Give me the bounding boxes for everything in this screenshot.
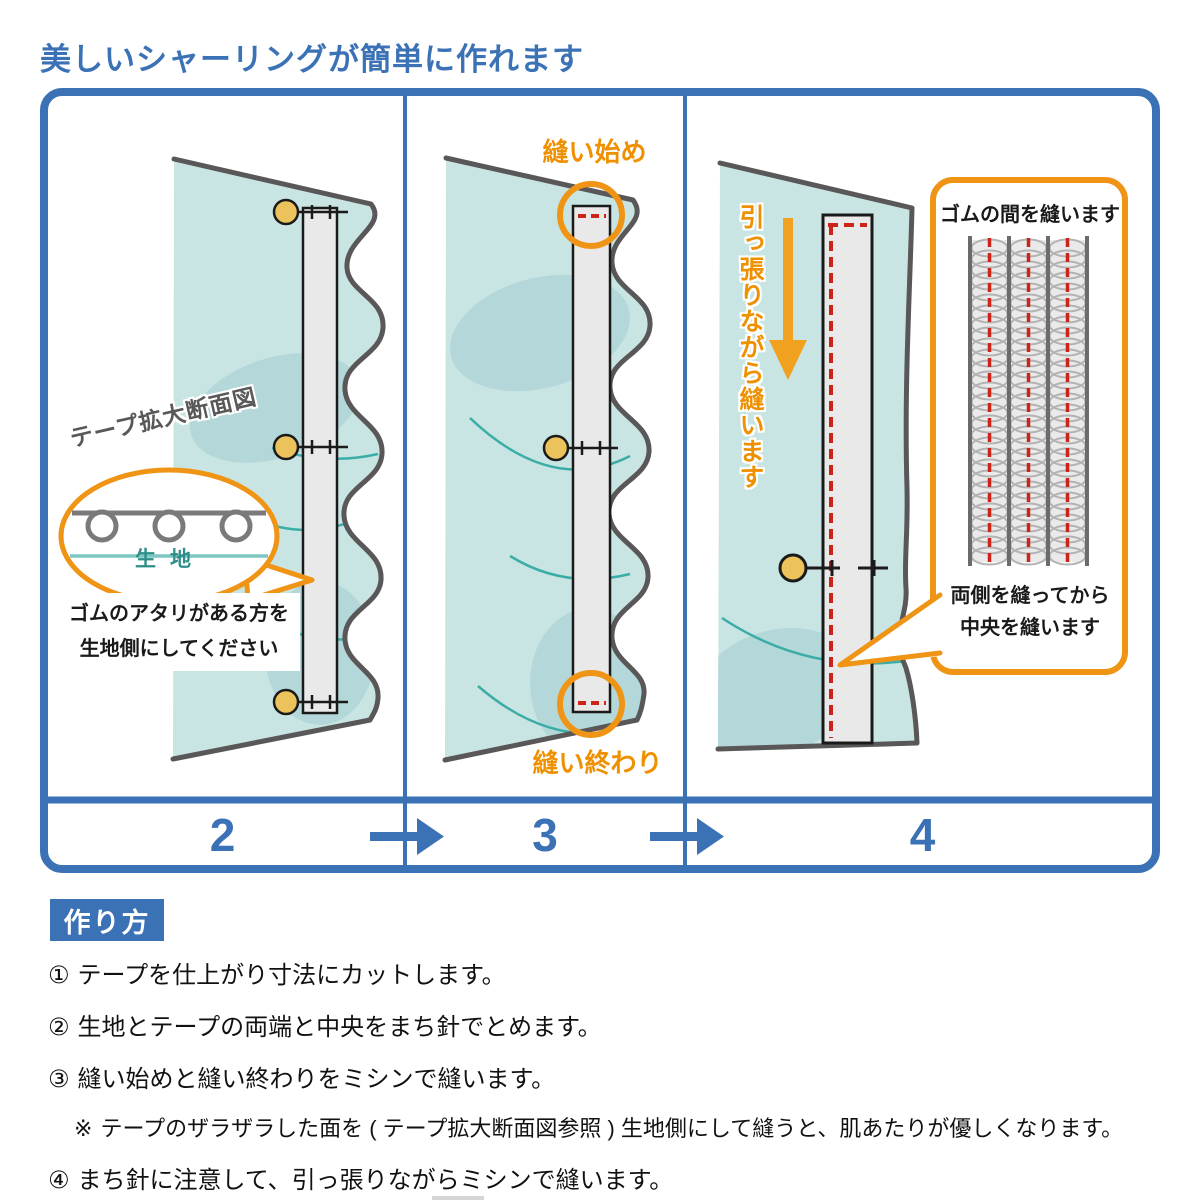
- howto-step-2: ② 生地とテープの両端と中央をまち針でとめます。: [48, 1007, 1168, 1042]
- sew-start-label: 縫い始め: [542, 137, 647, 167]
- fabric-side-note: ゴムのアタリがある方を 生地側にしてください: [58, 593, 300, 671]
- howto-note: ※ テープのザラザラした面を ( テープ拡大断面図参照 ) 生地側にして縫うと、…: [48, 1111, 1168, 1143]
- step-text: 生地とテープの両端と中央をまち針でとめます。: [77, 1014, 602, 1041]
- howto-step-1: ① テープを仕上がり寸法にカットします。: [48, 955, 1168, 990]
- panel3-tape: [571, 204, 612, 714]
- gum-diagram: [968, 236, 1089, 566]
- step-marker: ①: [48, 962, 70, 989]
- pin-icon: [272, 688, 348, 716]
- howto-step-3: ③ 縫い始めと縫い終わりをミシンで縫います。: [48, 1059, 1168, 1094]
- pull-arrow-icon: [769, 218, 807, 380]
- tape-crosssection-bubble: [58, 467, 315, 605]
- pin-icon: [778, 553, 888, 583]
- panel2-pins: [272, 198, 348, 716]
- cropped-element: [432, 1196, 484, 1200]
- figure-frame: [40, 88, 1160, 873]
- sew-end-circle: [557, 670, 625, 738]
- gum-box-caption: 両側を縫ってから 中央を縫います: [938, 580, 1122, 644]
- step-text: まち針に注意して、引っ張りながらミシンで縫います。: [77, 1167, 674, 1194]
- gum-info-box: [837, 177, 1128, 675]
- note-text: テープのザラザラした面を ( テープ拡大断面図参照 ) 生地側にして縫うと、肌あ…: [100, 1116, 1124, 1141]
- step-number-2: 2: [209, 808, 236, 861]
- step-number-4: 4: [909, 808, 936, 861]
- sew-end-label: 縫い終わり: [532, 748, 663, 778]
- arrow-icon: [370, 818, 444, 855]
- step-marker: ④: [48, 1167, 70, 1194]
- step-number-3: 3: [532, 808, 558, 861]
- panel3-fabric: [442, 155, 653, 763]
- step-marker: ②: [48, 1014, 70, 1041]
- howto-heading: 作り方: [50, 899, 164, 941]
- gum-box-title: ゴムの間を縫います: [940, 204, 1120, 226]
- panel2-tape: [301, 206, 339, 715]
- panel4-fabric: [715, 160, 920, 752]
- caption-line: 中央を縫います: [960, 617, 1100, 639]
- step-text: テープを仕上がり寸法にカットします。: [77, 962, 506, 989]
- pin-icon: [272, 198, 348, 226]
- howto-step-4: ④ まち針に注意して、引っ張りながらミシンで縫います。: [48, 1160, 1168, 1195]
- arrow-icon: [650, 818, 724, 855]
- pin-icon: [542, 434, 618, 462]
- caption-line: 両側を縫ってから: [950, 585, 1110, 607]
- note-line: 生地側にしてください: [79, 638, 279, 660]
- note-marker: ※: [74, 1116, 93, 1141]
- pull-while-sewing-label: 引っ張りながら縫います: [736, 204, 764, 490]
- pin-icon: [272, 433, 348, 461]
- figure-border: [40, 88, 1160, 873]
- step-text: 縫い始めと縫い終わりをミシンで縫います。: [77, 1066, 556, 1093]
- sew-start-circle: [557, 181, 625, 249]
- step-marker: ③: [48, 1066, 70, 1093]
- fabric-label: 生地: [135, 548, 205, 571]
- steps-figure: 縫い始め 縫い終わり 引っ張りながら縫います テープ拡大断面図 生地 ゴムのアタ…: [40, 88, 1160, 873]
- note-line: ゴムのアタリがある方を: [69, 603, 289, 625]
- howto-steps: ① テープを仕上がり寸法にカットします。 ② 生地とテープの両端と中央をまち針で…: [48, 955, 1168, 1195]
- step-number-band: 2 3 4: [40, 800, 1160, 869]
- page-title: 美しいシャーリングが簡単に作れます: [40, 42, 584, 77]
- panel4-fabric-pattern: [718, 616, 913, 749]
